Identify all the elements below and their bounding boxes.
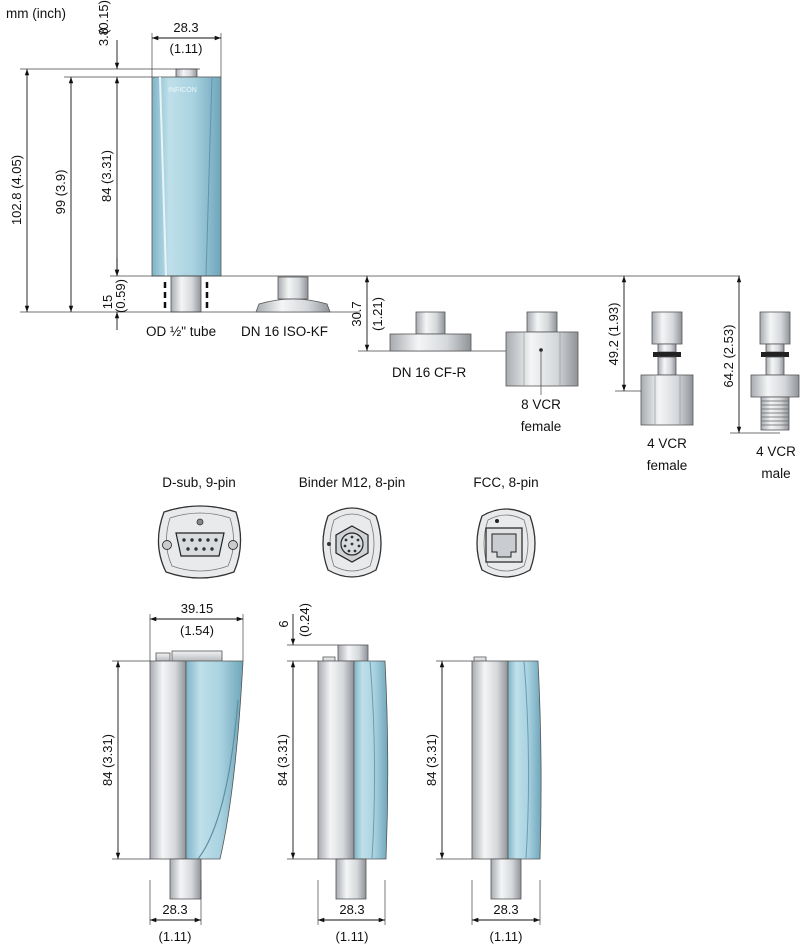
main-gauge: INFICON (151, 68, 222, 313)
cf-r-dim-inch: (1.21) (370, 297, 385, 331)
label-vcr4f-l2: female (647, 458, 688, 473)
dsub-width-dim-inch: (1.54) (180, 623, 214, 638)
label-iso-kf: DN 16 ISO-KF (241, 324, 328, 339)
cf-r-flange (389, 311, 472, 352)
dsub-connector-face (157, 505, 242, 579)
label-vcr4m-l1: 4 VCR (756, 444, 796, 459)
label-vcr4f-l1: 4 VCR (647, 436, 687, 451)
fcc-connector-face (476, 508, 536, 578)
m12-height-dim-inch: (0.24) (297, 603, 312, 637)
vcr8-female-fitting (505, 311, 579, 395)
label-dsub: D-sub, 9-pin (162, 475, 236, 490)
vcr4-female-dim: 49.2 (1.93) (606, 303, 621, 366)
cf-r-dim: 30.7 (349, 301, 364, 326)
m12-connector-face (322, 507, 382, 578)
m12-side-height-dim: 84 (3.31) (275, 734, 290, 786)
top-width-dim: 28.3 (173, 20, 198, 35)
vcr4-female-fitting (640, 311, 694, 426)
fcc-side-height-dim: 84 (3.31) (424, 734, 439, 786)
label-vcr8-l1: 8 VCR (521, 397, 561, 412)
dsub-width-dim: 39.15 (181, 601, 214, 616)
m12-height-dim: 6 (276, 620, 291, 627)
fcc-bottom-dim: 28.3 (493, 902, 518, 917)
total-height-dim: 102.8 (4.05) (9, 155, 24, 225)
dsub-side-view (149, 650, 244, 900)
top-width-dim-inch: (1.11) (170, 41, 203, 56)
fcc-bottom-dim-inch: (1.11) (490, 929, 523, 944)
body-height-dim: 84 (3.31) (99, 150, 114, 202)
cap-dim: 3.8 (96, 28, 111, 46)
fcc-side-view (471, 656, 542, 900)
m12-side-view (317, 644, 389, 900)
dsub-height-dim: 84 (3.31) (100, 734, 115, 786)
label-fcc: FCC, 8-pin (473, 475, 538, 490)
label-od-tube: OD ½" tube (146, 324, 216, 339)
tube-length-dim-inch: (0.59) (113, 279, 128, 313)
m12-bottom-dim: 28.3 (339, 902, 364, 917)
brand-logo: INFICON (168, 87, 197, 94)
tube-length-dim: 15 (100, 295, 115, 309)
label-m12: Binder M12, 8-pin (299, 475, 406, 490)
cap-dim-inch: (0.15) (96, 0, 111, 34)
vcr4-male-dim: 64.2 (2.53) (721, 325, 736, 388)
dsub-bottom-dim-inch: (1.11) (159, 929, 192, 944)
vcr4-male-fitting (750, 311, 800, 431)
dsub-bottom-dim: 28.3 (162, 902, 187, 917)
iso-kf-flange (255, 276, 331, 313)
label-cf-r: DN 16 CF-R (392, 365, 467, 380)
height-99-dim: 99 (3.9) (53, 170, 68, 215)
label-vcr8-l2: female (521, 419, 562, 434)
label-vcr4m-l2: male (761, 466, 790, 481)
units-label: mm (inch) (6, 6, 66, 21)
m12-bottom-dim-inch: (1.11) (336, 929, 369, 944)
